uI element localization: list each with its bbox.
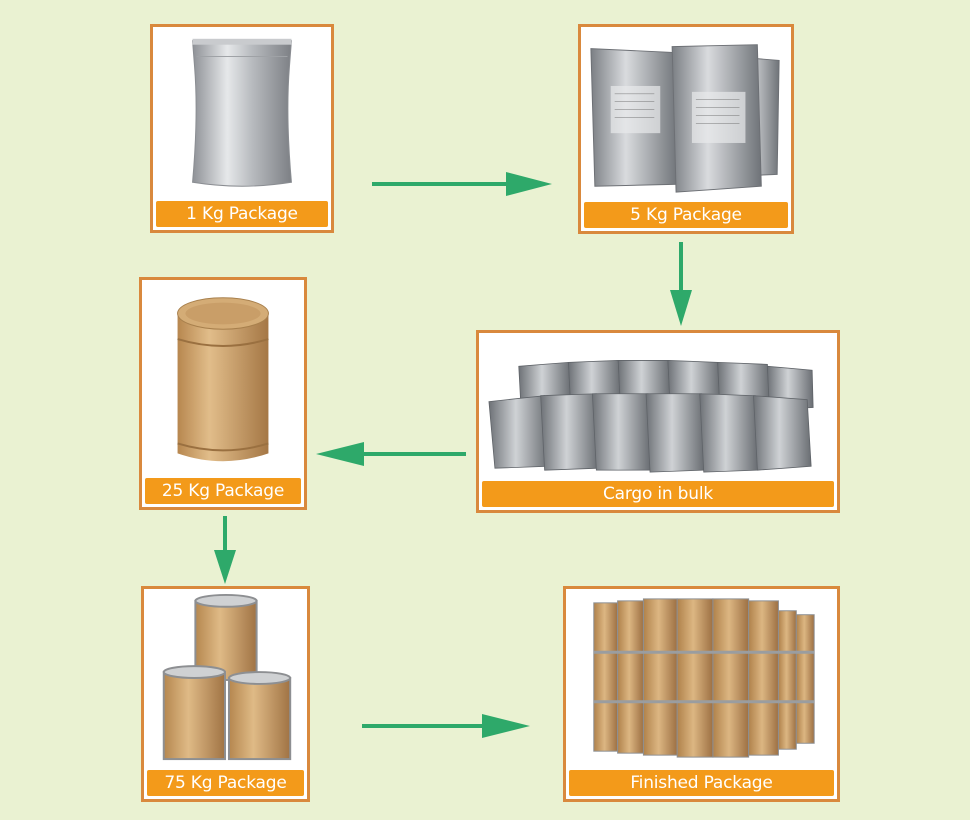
arrow-right-icon bbox=[362, 712, 530, 740]
fiber-drum-icon bbox=[142, 280, 304, 475]
arrow-right-icon bbox=[372, 170, 552, 198]
step-card-75kg: 75 Kg Package bbox=[141, 586, 310, 802]
step-label: 25 Kg Package bbox=[145, 478, 301, 504]
step-label: Cargo in bulk bbox=[482, 481, 834, 507]
pallet-drums-icon bbox=[566, 589, 837, 767]
foil-bags-icon bbox=[581, 27, 791, 199]
stacked-drums-icon bbox=[144, 589, 307, 767]
arrow-down-icon bbox=[211, 516, 239, 584]
step-label: 5 Kg Package bbox=[584, 202, 788, 228]
step-card-25kg: 25 Kg Package bbox=[139, 277, 307, 510]
foil-pouch-icon bbox=[153, 27, 331, 198]
step-label: 1 Kg Package bbox=[156, 201, 328, 227]
bulk-bags-icon bbox=[479, 333, 837, 478]
arrow-down-icon bbox=[667, 242, 695, 326]
step-label: 75 Kg Package bbox=[147, 770, 304, 796]
step-card-5kg: 5 Kg Package bbox=[578, 24, 794, 234]
step-card-finished: Finished Package bbox=[563, 586, 840, 802]
step-label: Finished Package bbox=[569, 770, 834, 796]
step-card-cargo-in-bulk: Cargo in bulk bbox=[476, 330, 840, 513]
step-card-1kg: 1 Kg Package bbox=[150, 24, 334, 233]
arrow-left-icon bbox=[316, 440, 466, 468]
